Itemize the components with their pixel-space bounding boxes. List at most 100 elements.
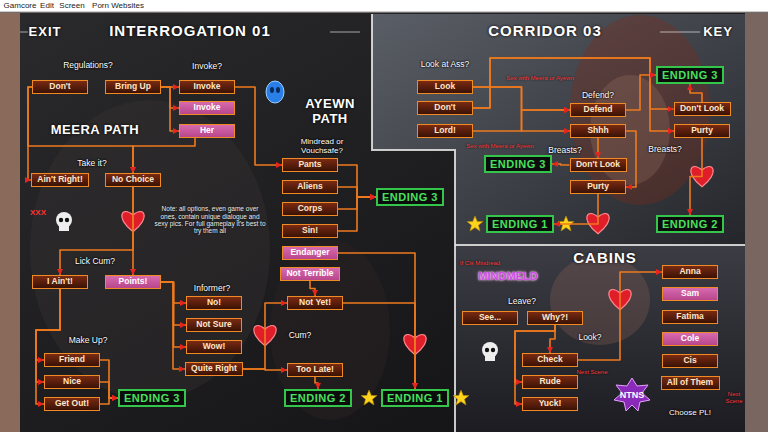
choice-text: Friend <box>59 355 85 364</box>
flow-arrow <box>161 282 185 369</box>
choice-text: Not Terrible <box>286 269 333 278</box>
alien-head <box>266 81 284 103</box>
choice-box: Cis <box>662 354 718 368</box>
choice-box: Invoke <box>179 101 235 115</box>
choice-box: Too Late! <box>287 363 343 377</box>
menu-item: Screen <box>59 1 84 10</box>
choice-text: ENDING 1 <box>387 392 443 404</box>
choice-box: I Ain't! <box>32 275 88 289</box>
flow-arrow <box>161 87 179 131</box>
question-label: Take it? <box>77 159 106 169</box>
ending-box: ENDING 1 <box>486 215 554 233</box>
choice-text: ENDING 3 <box>662 69 718 81</box>
choice-box: Aliens <box>282 180 338 194</box>
choice-box: Shhh <box>570 124 626 138</box>
choice-box: Wow! <box>186 340 242 354</box>
choice-box: Pants <box>282 158 338 172</box>
ending-box: ENDING 3 <box>484 155 552 173</box>
figure-shade <box>30 100 270 400</box>
question-label: Cum? <box>289 331 312 341</box>
choice-box: Purty <box>570 180 626 194</box>
flow-arrow <box>343 303 415 389</box>
choice-text: Get Out! <box>55 399 89 408</box>
choice-text: Nice <box>63 377 81 386</box>
choice-box: Check <box>522 353 578 367</box>
choice-box: Don't <box>417 101 473 115</box>
flow-arrow <box>578 272 662 360</box>
flow-arrow <box>36 289 60 382</box>
heart-icon <box>122 167 713 355</box>
flow-arrow <box>626 131 636 187</box>
choice-text: Cole <box>681 334 699 343</box>
scene-note: Next Scene <box>720 391 748 405</box>
badge-label: NTNS <box>620 390 645 400</box>
choice-text: Endanger <box>290 248 329 257</box>
choice-text: Invoke <box>194 82 221 91</box>
ending-box: ENDING 1 <box>381 389 449 407</box>
choice-text: Bring Up <box>115 82 151 91</box>
choice-text: Not Sure <box>196 320 231 329</box>
choice-text: Don't <box>434 103 455 112</box>
choice-box: Sin! <box>282 224 338 238</box>
choice-text: All of Them <box>667 378 713 387</box>
choice-text: Anna <box>679 267 700 276</box>
choice-box: Yuck! <box>522 397 578 411</box>
menu-rule <box>0 12 768 13</box>
flow-arrow <box>473 110 570 131</box>
choice-text: Sam <box>681 289 699 298</box>
choice-text: Wow! <box>203 342 226 351</box>
choice-box: Anna <box>662 265 718 279</box>
choice-box: No! <box>186 296 242 310</box>
question-label: Defend? <box>582 91 614 101</box>
ending-box: ENDING 3 <box>656 66 724 84</box>
flow-arrow <box>315 377 318 389</box>
panel <box>20 13 745 432</box>
flow-arrow <box>100 360 118 398</box>
ending-box: ENDING 2 <box>656 215 724 233</box>
flow-arrow <box>36 289 60 360</box>
flow-arrow <box>100 382 118 398</box>
flow-arrow <box>473 58 674 109</box>
choice-box: Don't Look <box>674 102 731 116</box>
choice-text: Yuck! <box>539 399 562 408</box>
flow-arrow <box>473 58 674 131</box>
flow-arrow <box>235 87 282 165</box>
choice-text: Defend <box>584 105 613 114</box>
flow-arrow <box>473 87 570 131</box>
figure-shade <box>550 255 650 345</box>
section-heading: INTERROGATION 01 <box>109 22 271 39</box>
corridor-panel <box>372 14 745 245</box>
flow-arrow <box>338 187 376 197</box>
question-label: Lick Cum? <box>75 257 115 267</box>
choice-text: Cis <box>683 356 696 365</box>
choice-box: No Choice <box>105 173 161 187</box>
flow-arrow <box>133 138 195 173</box>
choice-box: Not Terrible <box>280 267 340 281</box>
choice-box: Cole <box>662 332 718 346</box>
choice-text: Aliens <box>297 182 323 191</box>
path-heading: AYEWN PATH <box>304 97 356 127</box>
choice-box: Friend <box>44 353 100 367</box>
choice-box: Not Yet! <box>287 296 343 310</box>
choice-box: Nice <box>44 375 100 389</box>
choice-text: Quite Right <box>191 364 237 373</box>
choice-text: Too Late! <box>296 365 334 374</box>
question-label: Leave? <box>508 297 536 307</box>
question-label: Make Up? <box>69 336 108 346</box>
choice-text: Not Yet! <box>299 298 331 307</box>
choice-box: Endanger <box>282 246 338 260</box>
flow-arrow <box>310 281 315 296</box>
choice-text: Rude <box>539 377 560 386</box>
choice-text: ENDING 2 <box>662 218 718 230</box>
choice-text: ENDING 3 <box>490 158 546 170</box>
path-heading: MEERA PATH <box>51 123 140 138</box>
choice-text: Don't <box>49 82 70 91</box>
choice-text: Why?! <box>542 313 568 322</box>
choice-box: Rude <box>522 375 578 389</box>
question-label: Mindread or Vouchsafe? <box>290 137 354 155</box>
flow-arrow <box>690 84 702 102</box>
side-strip <box>745 13 768 432</box>
choice-box: Don't Look <box>570 158 627 172</box>
